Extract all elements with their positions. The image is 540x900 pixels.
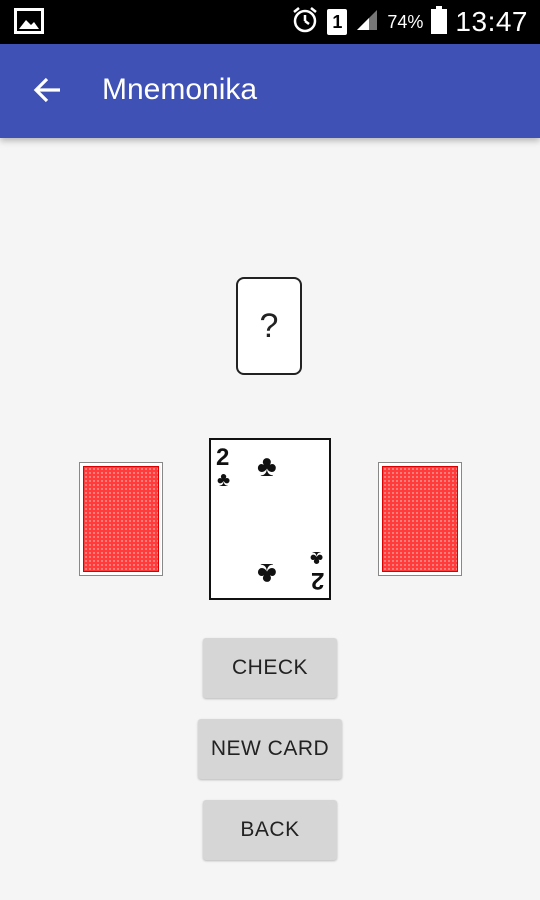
- battery-percent: 74%: [387, 11, 424, 32]
- card-back-left: [79, 462, 163, 576]
- arrow-left-icon[interactable]: [30, 72, 66, 108]
- card-back-right: [378, 462, 462, 576]
- signal-icon: [355, 8, 379, 37]
- app-bar: Mnemonika: [0, 44, 540, 138]
- page-title: Mnemonika: [102, 73, 258, 106]
- alarm-icon: [291, 6, 319, 39]
- check-button[interactable]: CHECK: [203, 638, 337, 698]
- clock: 13:47: [455, 6, 528, 37]
- card-rank-bottom: 2: [310, 567, 324, 594]
- image-icon: [14, 8, 44, 39]
- club-icon: ♣: [309, 547, 323, 569]
- new-card-button[interactable]: NEW CARD: [198, 719, 342, 779]
- club-icon: ♣: [217, 469, 231, 491]
- battery-icon: [431, 5, 448, 39]
- card-rank-top: 2: [216, 444, 230, 471]
- question-card: ?: [236, 277, 302, 375]
- club-icon: ♣: [257, 450, 277, 483]
- current-card: 2 ♣ ♣ ♣ ♣ 2: [209, 438, 331, 600]
- sim-icon: 1: [327, 9, 348, 35]
- back-button[interactable]: BACK: [203, 800, 337, 860]
- status-bar: 1 74% 13:47: [0, 0, 540, 44]
- club-icon: ♣: [257, 557, 277, 590]
